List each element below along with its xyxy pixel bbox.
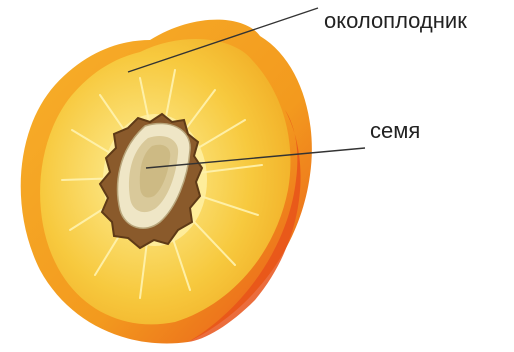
pericarp-label: околоплодник	[324, 8, 467, 33]
seed-label: семя	[370, 118, 420, 143]
